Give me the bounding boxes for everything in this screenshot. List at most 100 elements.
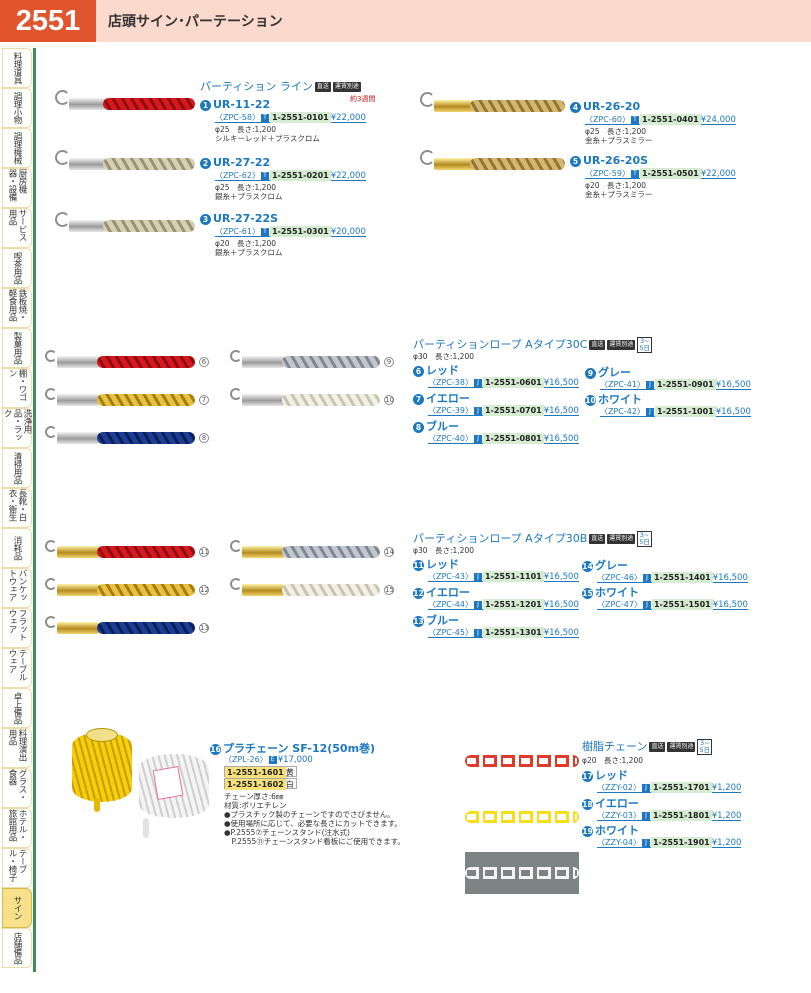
rope-image-9: 9 [230,350,395,372]
sidebar-tab-label: ホテル・旅館用品 [7,809,27,841]
sidebar-tab-label: 洗浄用品・ラック [2,409,32,441]
spec-dimensions: φ20 長さ:1,200 [582,756,643,765]
sidebar-tab[interactable]: バンケットウェア [2,568,32,608]
sidebar-tab[interactable]: テーブルウェア [2,648,32,688]
rope-image-14: 14 [230,540,395,562]
sidebar-tab-label: 鉄板焼・軽食用品 [7,289,27,321]
sidebar-tab[interactable]: 卓上備品 [2,688,32,728]
sidebar-tab[interactable]: ホテル・旅館用品 [2,808,32,848]
sidebar-tab-label: 店舗備品 [12,932,22,964]
spec-line: ●プラスチック製のチェーンですのでさびません。 [224,810,395,819]
sidebar-tab[interactable]: フラットウェア [2,608,32,648]
page-number: 2551 [0,0,96,42]
sidebar-tab[interactable]: 消耗品 [2,528,32,568]
spec-dimensions: φ30 長さ:1,200 [413,546,474,555]
rope-image-15: 15 [230,578,395,600]
sidebar-tab-label: 厨房機器・設備 [7,169,27,201]
spec-dimensions: φ25 長さ:1,200 [215,183,276,192]
sidebar-tab[interactable]: 店舗備品 [2,928,32,968]
spec-material: 銀糸＋プラスクロム [215,248,283,257]
sidebar-tab-label: 消耗品 [12,536,22,560]
sidebar-tab-label: 長靴・白衣・衛生 [7,489,27,521]
sidebar-tab-label: サービス用品 [7,209,27,241]
sidebar-tab[interactable]: 調理機械 [2,128,32,168]
page-title: 店頭サイン･パーテーション [108,14,283,30]
sidebar-tab-label: 調理機械 [12,132,22,164]
chain-reel-white-image [135,748,213,840]
spec-dimensions: φ30 長さ:1,200 [413,352,474,361]
lead-time: 約3週間 [350,95,376,103]
resin-chain-white-image [465,852,579,894]
sidebar-tab[interactable]: テーブル・椅子 [2,848,32,888]
rope-image-1 [55,90,195,116]
sidebar-tab-label: テーブルウェア [7,649,27,681]
sidebar-tab[interactable]: サービス用品 [2,208,32,248]
spec-dimensions: φ25 長さ:1,200 [585,127,646,136]
resin-chain-red-image [465,741,579,781]
sidebar-tab[interactable]: 調理小物 [2,88,32,128]
sidebar-tab[interactable]: 清掃用品 [2,448,32,488]
sidebar-tab[interactable]: 料理道具 [2,48,32,88]
hook-icon [55,150,70,165]
rope-image-10: 10 [230,388,395,410]
sidebar-tab[interactable]: 洗浄用品・ラック [2,408,32,448]
sidebar-tab[interactable]: 長靴・白衣・衛生 [2,488,32,528]
spec-dimensions: φ20 長さ:1,200 [215,239,276,248]
page-header [0,0,811,42]
order-line: 〈ZPL-26〉E¥17,000 [224,755,313,765]
chain-reel-yellow-image [68,728,136,812]
section-title-partition-line: パーティション ライン直送運賃別途 [200,80,361,93]
sidebar-tab-label: フラットウェア [7,609,27,641]
sidebar-tab-label: グラス・食器 [7,769,27,801]
sidebar-tab-label: 卓上備品 [12,692,22,724]
sidebar-tab-label: バンケットウェア [7,569,27,601]
sidebar-tab[interactable]: 鉄板焼・軽食用品 [2,288,32,328]
sidebar-tab[interactable]: 棚・ワゴン [2,368,32,408]
hook-icon [55,90,70,105]
sidebar-tab[interactable]: 厨房機器・設備 [2,168,32,208]
spec-line: ●P.2555⑦チェーンスタンド(注水式) [224,828,350,837]
rope-image-7: 7 [45,388,210,410]
sidebar-tab-label: 製菓用品 [12,332,22,364]
sidebar-tab[interactable]: サイン [2,888,32,928]
spec-line: ●使用場所に応じて、必要な長さにカットできます。 [224,819,402,828]
sidebar-tab[interactable]: 喫茶用品 [2,248,32,288]
sidebar-tab[interactable]: グラス・食器 [2,768,32,808]
rope-image-6: 6 [45,350,210,372]
spec-material: 金糸＋プラスミラー [585,190,653,199]
hook-icon [420,92,435,107]
sidebar-tab-label: 清掃用品 [12,452,22,484]
sidebar-tab-label: 調理小物 [12,92,22,124]
spec-dimensions: φ25 長さ:1,200 [215,125,276,134]
sidebar-tab[interactable]: 料理演出用品 [2,728,32,768]
rope-image-2 [55,150,195,176]
sidebar-tab-label: 料理道具 [12,52,22,84]
sidebar-tab[interactable]: 製菓用品 [2,328,32,368]
